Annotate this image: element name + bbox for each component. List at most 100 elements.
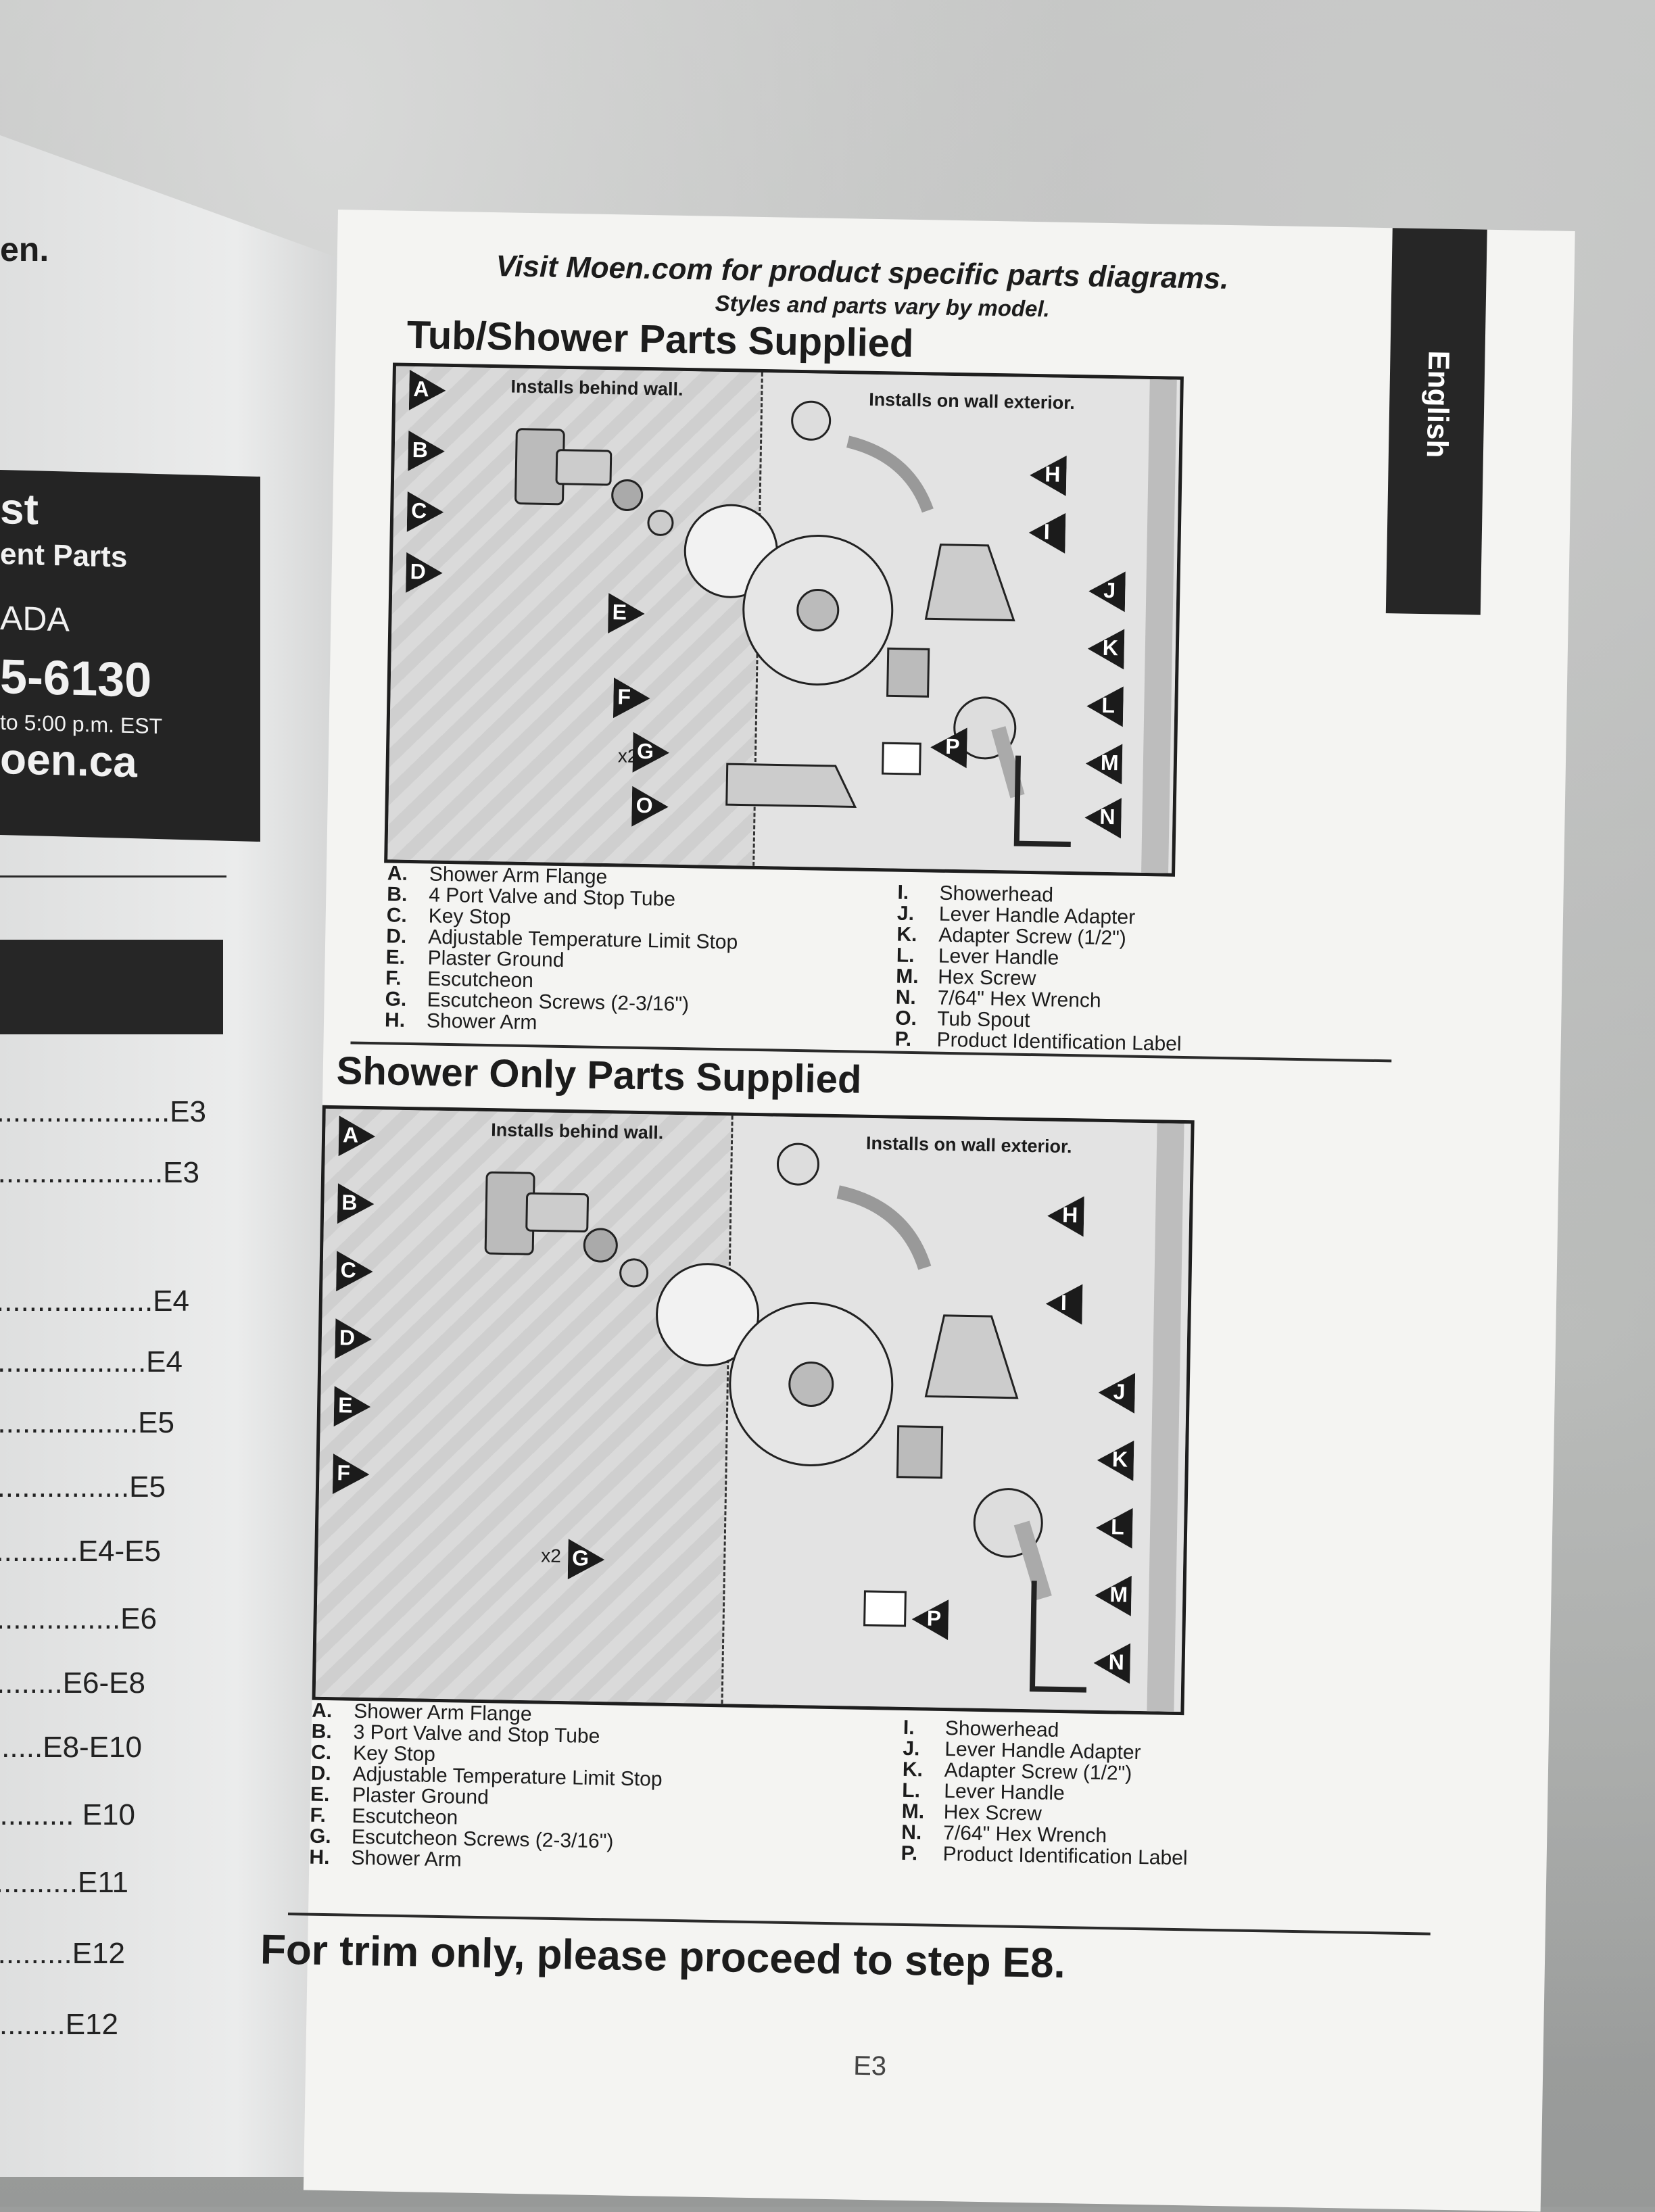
shower-only-title: Shower Only Parts Supplied: [336, 1049, 862, 1102]
callout-marker-n: N: [1093, 1643, 1131, 1684]
part-key: P.: [894, 1028, 912, 1051]
part-name: Hex Screw: [943, 1800, 1042, 1825]
part-row: P. Product Identification Label: [894, 1028, 1182, 1055]
callout-marker-l: L: [1086, 686, 1124, 727]
part-key: K.: [902, 1758, 924, 1781]
language-tab-label: English: [1420, 350, 1456, 458]
part-key: M.: [896, 965, 919, 988]
callout-letter: P: [926, 1606, 942, 1631]
tub-shower-diagram: Installs behind wall. Installs on wall e…: [384, 362, 1184, 877]
page-number: E3: [853, 2050, 887, 2082]
callout-marker-k: K: [1097, 1440, 1134, 1481]
callout-marker-p: P: [930, 727, 967, 769]
callout-marker-l: L: [1096, 1508, 1133, 1549]
part-key: A.: [311, 1699, 333, 1723]
callout-letter: C: [410, 498, 427, 523]
part-key: A.: [387, 862, 408, 885]
callout-letter: L: [1110, 1514, 1125, 1539]
callout-letter: N: [1108, 1650, 1125, 1675]
toc-entry: ..............E6-E8: [0, 1666, 145, 1700]
callout-letter: P: [944, 734, 960, 759]
part-name: Product Identification Label: [942, 1842, 1188, 1870]
callout-letter: N: [1099, 804, 1116, 830]
callout-letter: G: [571, 1545, 590, 1570]
callout-marker-e: E: [608, 593, 645, 634]
callout-letter: A: [413, 376, 429, 402]
callout-letter: H: [1045, 462, 1061, 487]
contact-site: oen.ca: [0, 734, 137, 787]
toc-entry: ........................E5: [0, 1406, 174, 1439]
callout-letter: G: [636, 738, 654, 764]
toc-entry: ........................E4: [0, 1345, 183, 1378]
part-key: E.: [385, 946, 406, 969]
part-name: Shower Arm: [426, 1009, 537, 1034]
callout-marker-i: I: [1045, 1284, 1083, 1325]
part-key: F.: [310, 1804, 327, 1827]
callout-marker-c: C: [406, 491, 444, 533]
part-key: N.: [895, 986, 917, 1009]
contact-line-3: ADA: [0, 598, 70, 639]
part-key: B.: [311, 1720, 332, 1744]
part-key: N.: [901, 1821, 922, 1844]
callout-marker-g: G: [632, 731, 670, 773]
callout-letter: M: [1100, 750, 1119, 775]
callout-marker-f: F: [332, 1453, 370, 1495]
part-key: I.: [903, 1716, 915, 1739]
callout-letter: B: [412, 437, 429, 462]
callout-letter: D: [339, 1325, 356, 1350]
instruction-page: English Visit Moen.com for product speci…: [260, 210, 1575, 2212]
left-page-fragment: en.: [0, 231, 49, 268]
callout-letter: D: [410, 558, 427, 584]
part-key: C.: [310, 1741, 332, 1764]
callout-letter: M: [1109, 1582, 1128, 1607]
part-key: B.: [387, 883, 408, 906]
callout-letter: I: [1060, 1290, 1068, 1316]
part-key: C.: [386, 904, 408, 927]
callout-letter: I: [1043, 519, 1051, 544]
callout-letter: H: [1061, 1202, 1078, 1228]
part-key: F.: [385, 967, 402, 990]
parts-illustration: [484, 1143, 1087, 1693]
part-key: I.: [897, 881, 909, 904]
callout-marker-j: J: [1098, 1372, 1136, 1414]
part-key: G.: [385, 988, 407, 1011]
styles-note: Styles and parts vary by model.: [715, 290, 1051, 322]
part-name: Shower Arm: [351, 1846, 462, 1871]
callout-letter: E: [612, 600, 627, 625]
toc-entry: ..........E12: [0, 2008, 118, 2041]
callout-letter: A: [342, 1122, 359, 1147]
callout-marker-a: A: [338, 1115, 376, 1157]
part-name: Product Identification Label: [936, 1028, 1182, 1055]
parts-illustration: [514, 400, 1071, 848]
callout-marker-i: I: [1028, 512, 1066, 554]
left-page: en. st ent Parts ADA 5-6130 to 5:00 p.m.…: [0, 135, 338, 2177]
part-key: L.: [902, 1779, 921, 1802]
callout-marker-k: K: [1087, 628, 1125, 670]
toc-entry: ......E8-E10: [0, 1731, 142, 1764]
contact-line-2: ent Parts: [0, 537, 128, 574]
left-page-bar: [0, 940, 223, 1034]
callout-letter: B: [341, 1190, 358, 1215]
part-name: Tub Spout: [936, 1007, 1030, 1032]
part-key: G.: [309, 1825, 331, 1848]
language-tab: English: [1385, 228, 1487, 615]
callout-letter: K: [1111, 1447, 1128, 1472]
part-key: J.: [903, 1737, 920, 1760]
part-name: Escutcheon: [352, 1804, 458, 1829]
part-row: P. Product Identification Label: [901, 1842, 1188, 1870]
part-key: E.: [310, 1783, 330, 1806]
part-key: M.: [901, 1800, 925, 1823]
callout-marker-m: M: [1085, 743, 1123, 785]
tub-shower-title: Tub/Shower Parts Supplied: [406, 312, 915, 366]
contact-box: st ent Parts ADA 5-6130 to 5:00 p.m. EST…: [0, 469, 260, 842]
part-key: L.: [896, 944, 915, 967]
callout-letter: K: [1102, 635, 1119, 660]
part-key: P.: [901, 1842, 918, 1865]
callout-marker-b: B: [337, 1183, 375, 1224]
callout-letter: L: [1101, 692, 1116, 718]
callout-marker-p: P: [911, 1599, 949, 1641]
callout-letter: F: [337, 1460, 351, 1485]
